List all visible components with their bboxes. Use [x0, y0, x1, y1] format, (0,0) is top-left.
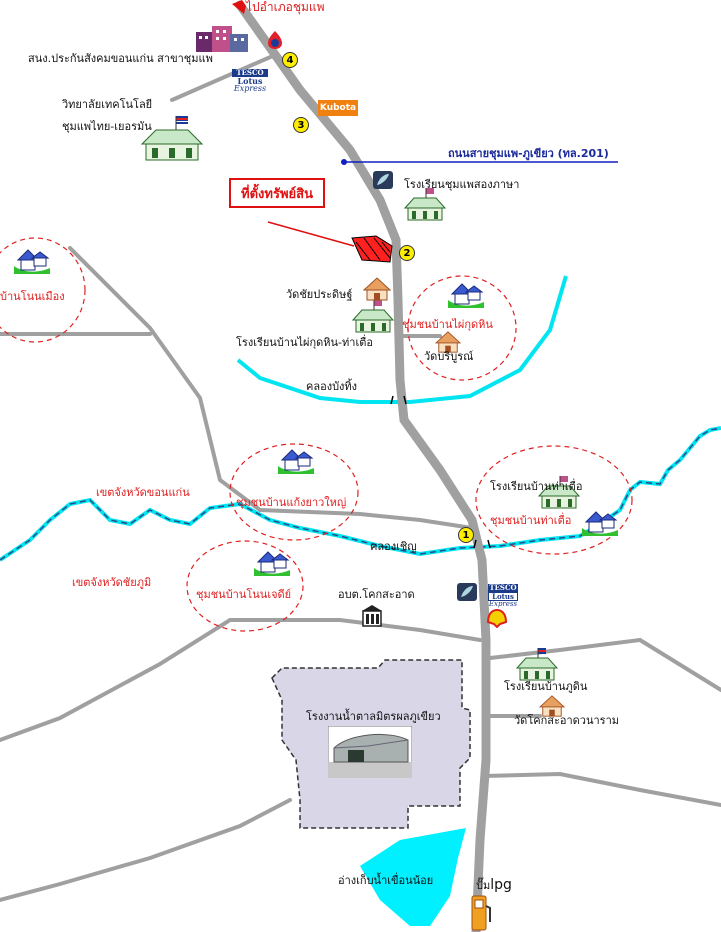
- school-icon-bilingual: [404, 188, 446, 221]
- property-pointer: [267, 221, 355, 247]
- label-canal-bang-thing: คลองบังทิ้ง: [306, 380, 358, 393]
- label-lpg-main: lpg: [490, 877, 512, 893]
- road-left-top: [68, 246, 474, 530]
- road-west: [0, 618, 482, 742]
- school-icon-pai-kut-hin: [352, 300, 394, 333]
- label-bilingual-school: โรงเรียนชุมแพสองภาษา: [404, 178, 520, 191]
- temple-icon-khok-sa-at: [538, 695, 566, 717]
- tesco-bottom: Express: [233, 84, 267, 94]
- building-icon: [196, 26, 248, 52]
- label-community-pai-kut-hin: ชุมชนบ้านไผ่กุดหิน: [402, 318, 493, 331]
- label-reservoir: อ่างเก็บน้ำเขื่อนน้อย: [338, 874, 434, 887]
- main-road: [235, 0, 491, 932]
- label-chaiyaphum-border: เขตจังหวัดชัยภูมิ: [72, 576, 152, 589]
- label-wat-chaiprasit: วัดชัยประดิษฐ์: [286, 288, 353, 301]
- tesco2-mid: Lotus: [488, 591, 518, 602]
- province-border: [0, 427, 721, 561]
- tesco2-top: TESCO: [488, 583, 518, 592]
- label-khon-kaen-border: เขตจังหวัดขอนแก่น: [96, 486, 190, 499]
- circle-pai-kut-hin: [407, 275, 517, 381]
- bridge-1: [390, 395, 407, 405]
- tesco-lotus-logo: TESCO Lotus Express: [232, 69, 268, 101]
- circle-non-chedi: [186, 540, 304, 632]
- road-southeast: [482, 771, 721, 807]
- ptt-icon: [268, 31, 282, 49]
- label-sao-khok-sa-at: อบต.โคกสะอาด: [338, 588, 415, 601]
- circle-kaeng-yao: [229, 443, 359, 541]
- arrow-chumphae: [232, 0, 246, 14]
- label-tech-college-1: วิทยาลัยเทคโนโลยี: [62, 98, 153, 111]
- label-sugar-factory: โรงงานน้ำตาลมิตรผลภูเขียว: [306, 710, 441, 723]
- label-lpg-prefix: ปั๊ม: [476, 879, 491, 892]
- tesco-top: TESCO: [232, 69, 268, 77]
- property-hatch: [355, 237, 391, 261]
- label-wat-khok-sa-at: วัดโคกสะอาดวนาราม: [514, 714, 620, 727]
- label-community-non-chedi: ชุมชนบ้านโนนเจดีย์: [196, 588, 292, 601]
- road-east: [488, 637, 721, 692]
- label-highway: ถนนสายชุมแพ-ภูเขียว (ทล.201): [448, 147, 609, 160]
- lotus-icon-2: [457, 583, 477, 601]
- road-tech-college: [170, 53, 277, 102]
- road-left-down: [0, 798, 292, 902]
- label-to-chumphae: ไปอำเภอชุมแพ: [246, 0, 325, 14]
- label-social-security: สนง.ประกันสังคมขอนแก่น สาขาชุมแพ: [28, 52, 213, 65]
- label-community-tha-tuea: ชุมชนบ้านท่าเตื่อ: [490, 514, 572, 527]
- house-icon-pai-kut-hin: [448, 283, 484, 308]
- house-icon-non-mueang: [14, 249, 50, 274]
- lpg-pump-icon: [471, 895, 491, 931]
- tesco-lotus-logo-2: TESCO Lotus Express: [488, 584, 518, 609]
- marker-4[interactable]: 4: [282, 52, 298, 68]
- temple-icon: [362, 277, 392, 301]
- school-icon-phu-din: [516, 648, 558, 681]
- label-lpg: ปั๊มlpg: [476, 876, 512, 894]
- marker-2[interactable]: 2: [399, 245, 415, 261]
- house-icon-kaeng-yao: [278, 449, 314, 474]
- label-school-phu-din: โรงเรียนบ้านภูดิน: [504, 680, 588, 693]
- sao-building-icon: [362, 605, 382, 627]
- reservoir-area: [360, 828, 466, 926]
- shell-icon: [486, 608, 508, 628]
- marker-1[interactable]: 1: [458, 527, 474, 543]
- tesco2-bottom: Express: [488, 600, 518, 609]
- school-icon: [140, 116, 204, 161]
- property-callout: ที่ตั้งทรัพย์สิน: [229, 178, 325, 208]
- label-wat-boriboon: วัดบริบูรณ์: [424, 350, 474, 363]
- circle-non-mueang: [0, 237, 86, 343]
- kubota-logo: Kubota: [318, 100, 358, 116]
- label-community-kaeng-yao: ชุมชนบ้านแก้งยาวใหญ่: [236, 496, 347, 509]
- factory-photo: [328, 726, 412, 778]
- highway-dot: [341, 159, 347, 165]
- label-tech-college-2: ชุมแพไทย-เยอรมัน: [62, 120, 152, 133]
- tesco-mid: Lotus: [237, 75, 263, 86]
- circle-tha-tuea: [475, 445, 633, 555]
- marker-3[interactable]: 3: [293, 117, 309, 133]
- label-community-non-mueang: บ้านโนนเมือง: [0, 290, 65, 303]
- school-icon-tha-tuea: [538, 476, 580, 509]
- label-canal-choen: คลองเชิญ: [370, 540, 417, 553]
- label-school-pai-kut-hin: โรงเรียนบ้านไผ่กุดหิน-ท่าเตื่อ: [236, 336, 373, 349]
- house-icon-non-chedi: [254, 551, 290, 576]
- temple-icon-boriboon: [434, 331, 462, 353]
- label-school-tha-tuea: โรงเรียนบ้านท่าเตื่อ: [490, 480, 583, 493]
- canal-bang-thing: [236, 275, 568, 404]
- house-icon-tha-tuea: [582, 511, 618, 536]
- bridge-2: [473, 539, 491, 549]
- lotus-icon: [373, 171, 393, 189]
